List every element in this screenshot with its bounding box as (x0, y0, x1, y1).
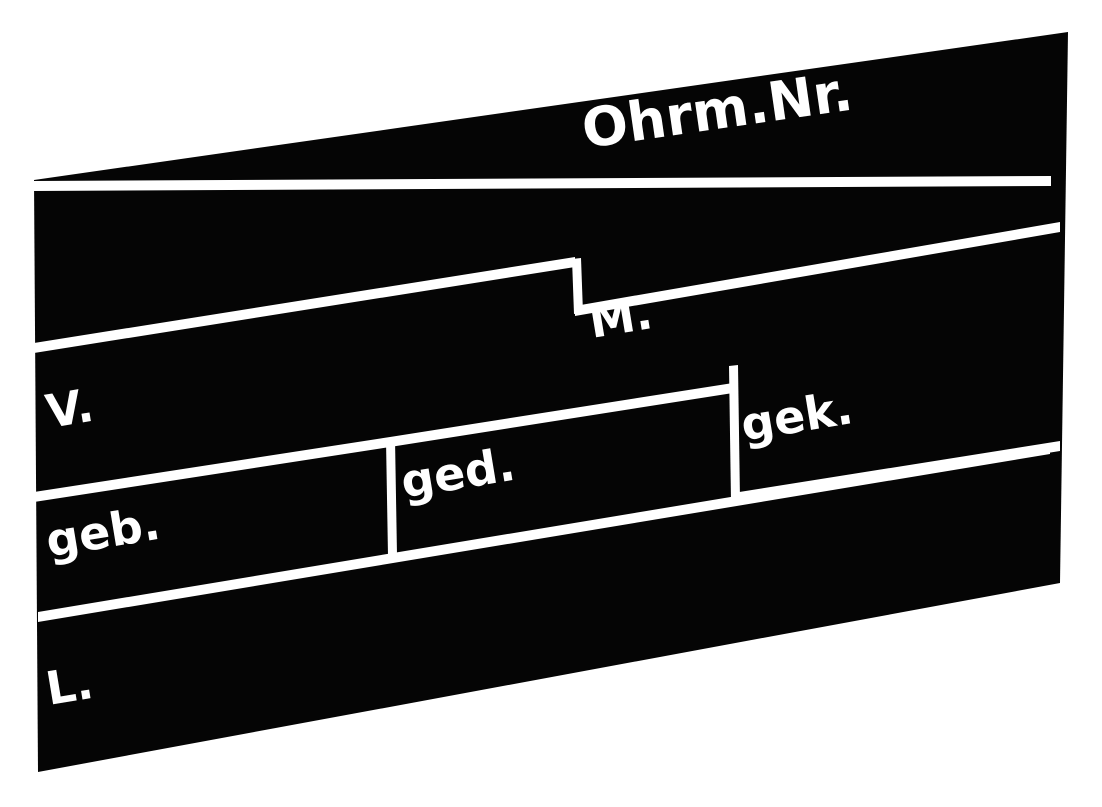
rule-geb-row-top-left (34, 437, 390, 502)
rule-m-cell-bottom (575, 222, 1060, 316)
divider-ged-cell (386, 439, 397, 556)
black-plate (34, 32, 1068, 772)
field-label-l: L. (42, 655, 97, 716)
field-label-m: M. (585, 285, 656, 349)
divider-m-cell (572, 258, 583, 314)
field-label-v: V. (42, 378, 97, 439)
rule-ged-cell-bottom (390, 383, 733, 447)
divider-gek-cell (729, 365, 740, 501)
rule-v-row-top-left (34, 257, 575, 353)
rule-under-title (34, 176, 1051, 191)
rule-l-row-top (38, 444, 1050, 622)
